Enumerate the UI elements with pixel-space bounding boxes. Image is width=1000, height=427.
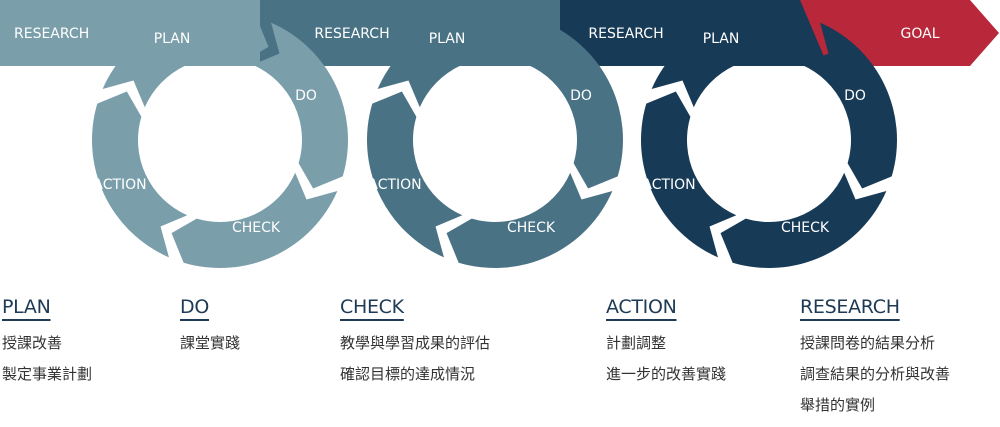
legend-line: 課堂實踐: [180, 334, 241, 352]
legend-line: 確認目標的達成情況: [340, 365, 476, 383]
ring-label-do: DO: [295, 88, 317, 104]
ring-label-check: CHECK: [232, 220, 281, 236]
legend-heading: RESEARCH: [800, 296, 900, 318]
legend-check: CHECK 教學與學習成果的評估 確認目標的達成情況: [340, 296, 490, 390]
legend-plan: PLAN 授課改善 製定事業計劃: [2, 296, 92, 390]
cycle-arrow-segment: [252, 22, 348, 189]
pdca-cycle: PLAN DO CHECK ACTION: [92, 11, 348, 268]
legend-research: RESEARCH 授課問卷的結果分析 調查結果的分析與改善 舉措的實例: [800, 296, 950, 421]
cycle-arrow-segment: [446, 172, 613, 268]
cycle-arrow-segment: [92, 91, 188, 258]
legend-line: 製定事業計劃: [2, 365, 93, 383]
ring-label-do: DO: [570, 88, 592, 104]
banner-label-research: RESEARCH: [14, 26, 89, 42]
ring-label-plan: PLAN: [429, 31, 466, 47]
banner-label-research: RESEARCH: [314, 26, 389, 42]
legend-heading: PLAN: [2, 296, 51, 318]
ring-label-action: ACTION: [93, 177, 146, 193]
ring-label-check: CHECK: [507, 220, 556, 236]
ring-label-check: CHECK: [781, 220, 830, 236]
ring-label-do: DO: [844, 88, 866, 104]
cycle-arrow-segment: [171, 172, 338, 268]
cycle-arrow-segment: [651, 11, 818, 108]
ring-label-plan: PLAN: [703, 31, 740, 47]
legend-line: 進一步的改善實踐: [606, 365, 727, 383]
ring-label-action: ACTION: [642, 177, 695, 193]
legend-line: 授課改善: [2, 334, 63, 352]
cycle-arrow-segment: [527, 22, 623, 189]
banner-label-research: RESEARCH: [588, 26, 663, 42]
legend-heading: ACTION: [606, 296, 677, 318]
legend-line: 調查結果的分析與改善: [800, 365, 951, 383]
legend-line: 教學與學習成果的評估: [340, 334, 491, 352]
pdca-cycle: PLAN DO CHECK ACTION: [641, 11, 897, 268]
cycle-arrow-segment: [720, 172, 887, 268]
banner-label-goal: GOAL: [901, 26, 940, 42]
ring-label-plan: PLAN: [154, 31, 191, 47]
cycle-arrow-segment: [641, 91, 737, 258]
legend-do: DO 課堂實踐: [180, 296, 240, 359]
legend-heading: DO: [180, 296, 209, 318]
legend-line: 計劃調整: [606, 334, 667, 352]
legend-action: ACTION 計劃調整 進一步的改善實踐: [606, 296, 726, 390]
legend-line: 舉措的實例: [800, 396, 876, 414]
legend-line: 授課問卷的結果分析: [800, 334, 936, 352]
pdca-cycle-diagram: RESEARCH RESEARCH RESEARCH GOAL PLAN DO CHECK…: [0, 0, 999, 268]
ring-label-action: ACTION: [368, 177, 421, 193]
cycle-rings: PLAN DO CHECK ACTION PLAN DO CHECK ACTION PLAN DO…: [92, 11, 897, 268]
cycle-arrow-segment: [801, 22, 897, 189]
legend-heading: CHECK: [340, 296, 404, 318]
cycle-arrow-segment: [377, 11, 544, 108]
pdca-cycle: PLAN DO CHECK ACTION: [367, 11, 623, 268]
cycle-arrow-segment: [102, 11, 269, 108]
cycle-arrow-segment: [367, 91, 463, 258]
